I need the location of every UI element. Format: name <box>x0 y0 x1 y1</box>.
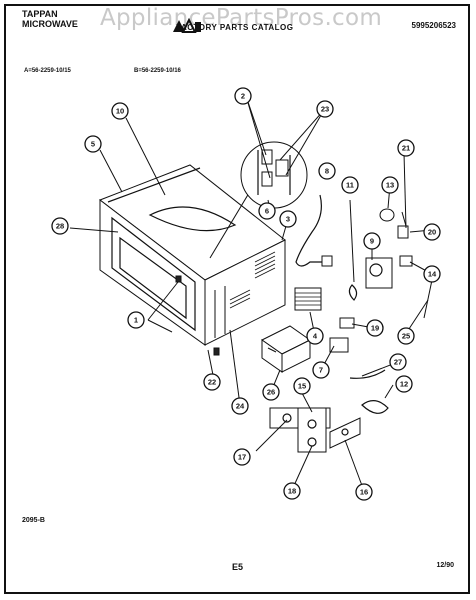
fan-motor-part <box>348 199 393 301</box>
svg-text:2: 2 <box>241 92 245 101</box>
callout-6: 6 <box>258 202 276 220</box>
callout-19: 19 <box>366 319 384 337</box>
callout-1: 1 <box>127 311 145 329</box>
svg-text:27: 27 <box>394 358 402 367</box>
product-type: MICROWAVE <box>22 19 78 29</box>
svg-text:8: 8 <box>325 167 329 176</box>
callout-14: 14 <box>423 265 441 283</box>
svg-text:7: 7 <box>319 366 323 375</box>
svg-text:3: 3 <box>286 215 290 224</box>
brand-name: TAPPAN <box>22 9 58 19</box>
catalog-title: FACTORY PARTS CATALOG <box>176 23 294 32</box>
power-cord-part <box>295 194 325 267</box>
callout-15: 15 <box>293 377 311 395</box>
svg-text:11: 11 <box>346 181 354 190</box>
page-date: 12/90 <box>436 562 454 569</box>
callout-16: 16 <box>355 483 373 501</box>
callout-11: 11 <box>341 176 359 194</box>
callout-7: 7 <box>312 361 330 379</box>
interlock-switch-part <box>240 141 308 209</box>
svg-text:13: 13 <box>386 181 394 190</box>
svg-text:24: 24 <box>236 402 245 411</box>
callout-3: 3 <box>279 210 297 228</box>
transformer-part <box>261 325 311 373</box>
callout-12: 12 <box>395 375 413 393</box>
model-b-range: B=56-2259-10/16 <box>134 68 181 74</box>
svg-text:23: 23 <box>321 105 329 114</box>
svg-text:4: 4 <box>313 332 318 341</box>
svg-text:20: 20 <box>428 228 436 237</box>
svg-text:21: 21 <box>402 144 410 153</box>
svg-text:9: 9 <box>370 237 374 246</box>
factory-logo-icon <box>173 18 201 33</box>
magnetron-part <box>294 287 322 311</box>
callout-4: 4 <box>306 327 324 345</box>
svg-text:15: 15 <box>298 382 306 391</box>
model-a-range: A=56-2259-10/15 <box>24 68 71 74</box>
svg-text:12: 12 <box>400 380 408 389</box>
svg-text:16: 16 <box>360 488 368 497</box>
svg-text:25: 25 <box>402 332 410 341</box>
callout-9: 9 <box>363 232 381 250</box>
control-panel-parts <box>269 400 389 453</box>
callout-22: 22 <box>203 373 221 391</box>
svg-text:19: 19 <box>371 324 379 333</box>
lamp-socket-part <box>379 208 413 267</box>
callout-23: 23 <box>316 100 334 118</box>
callout-26: 26 <box>262 383 280 401</box>
catalog-number: 5995206523 <box>411 21 457 30</box>
svg-text:18: 18 <box>288 487 296 496</box>
callout-20: 20 <box>423 223 441 241</box>
diagram-border <box>4 4 470 594</box>
svg-text:28: 28 <box>56 222 64 231</box>
callout-28: 28 <box>51 217 69 235</box>
page-code: E5 <box>232 562 244 572</box>
svg-text:10: 10 <box>116 107 124 116</box>
callout-18: 18 <box>283 482 301 500</box>
callout-13: 13 <box>381 176 399 194</box>
callout-25: 25 <box>397 327 415 345</box>
callout-10: 10 <box>111 102 129 120</box>
svg-text:6: 6 <box>265 207 269 216</box>
callout-5: 5 <box>84 135 102 153</box>
watermark: AppliancePartsPros.com <box>100 5 383 31</box>
callout-21: 21 <box>397 139 415 157</box>
svg-text:1: 1 <box>134 316 138 325</box>
figure-code: 2095-B <box>22 517 45 524</box>
svg-text:14: 14 <box>428 270 437 279</box>
cabinet-part <box>98 164 286 356</box>
svg-text:17: 17 <box>238 453 246 462</box>
svg-text:26: 26 <box>267 388 275 397</box>
callout-27: 27 <box>389 353 407 371</box>
callout-17: 17 <box>233 448 251 466</box>
svg-text:5: 5 <box>91 140 95 149</box>
callout-8: 8 <box>318 162 336 180</box>
callout-2: 2 <box>234 87 252 105</box>
callout-24: 24 <box>231 397 249 415</box>
svg-text:22: 22 <box>208 378 216 387</box>
